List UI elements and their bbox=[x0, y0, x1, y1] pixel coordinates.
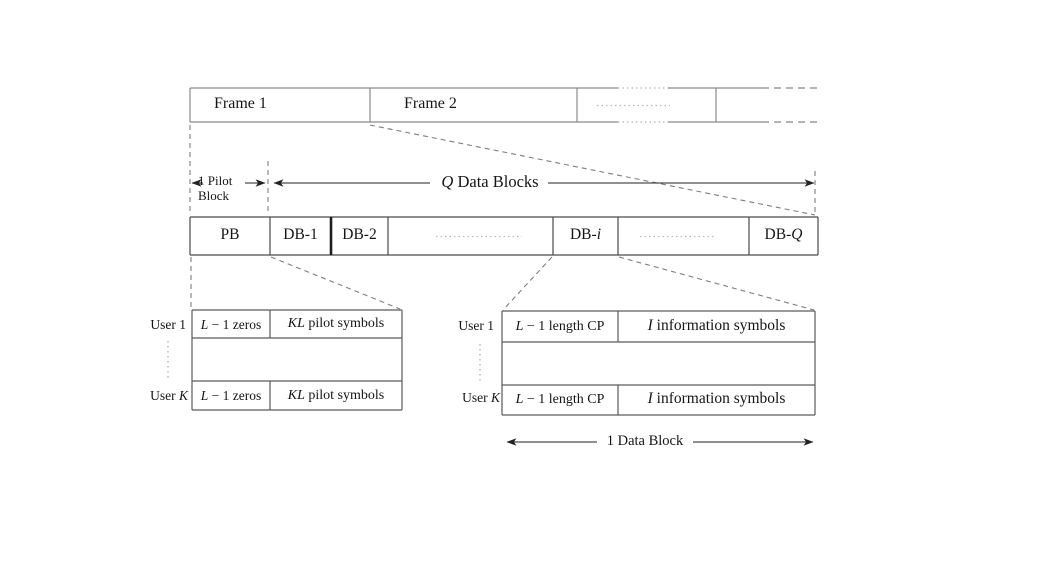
one-data-block-label: 1 Data Block bbox=[606, 433, 684, 449]
pilot-block-label-line2: Block bbox=[198, 188, 230, 203]
pilot-table-user1-label: User 1 bbox=[150, 317, 186, 332]
frames-row-dashed-end bbox=[762, 87, 818, 123]
frame-2-label: Frame 2 bbox=[404, 95, 457, 112]
measure-arrows bbox=[191, 179, 815, 446]
block-row-outline bbox=[189, 216, 819, 256]
data-table-user1-label: User 1 bbox=[458, 318, 494, 333]
pilot-table-zeros-cell-user1: L − 1 zeros bbox=[200, 317, 262, 332]
data-table-info-cell-user1: I information symbols bbox=[647, 317, 786, 334]
data-table-info-cell-userk: I information symbols bbox=[647, 390, 786, 407]
pilot-table-symbols-cell-userk: KL pilot symbols bbox=[287, 388, 385, 403]
pilot-table-userk-label: User K bbox=[150, 388, 188, 403]
data-table-outline bbox=[501, 310, 816, 416]
pilot-block-label-line1: 1 Pilot bbox=[198, 173, 233, 188]
pilot-table-symbols-cell-user1: KL pilot symbols bbox=[287, 316, 385, 331]
dbq-block-label: DB-Q bbox=[764, 226, 803, 243]
frames-row-outline bbox=[189, 87, 762, 123]
data-table-cp-cell-user1: L − 1 length CP bbox=[515, 319, 605, 334]
user-ellipsis-dots bbox=[167, 341, 481, 382]
frames-row-dotted-gap bbox=[597, 87, 670, 123]
db1-block-label: DB-1 bbox=[283, 226, 318, 243]
dbi-block-label: DB-i bbox=[569, 226, 601, 243]
pb-block-label: PB bbox=[220, 226, 240, 243]
pilot-table-zeros-cell-userk: L − 1 zeros bbox=[200, 388, 262, 403]
data-table-cp-cell-userk: L − 1 length CP bbox=[515, 392, 605, 407]
data-table-userk-label: User K bbox=[462, 390, 500, 405]
db2-block-label: DB-2 bbox=[342, 226, 377, 243]
pilot-table-outline bbox=[191, 309, 403, 411]
pilot-block-arrow-label: 1 Pilot Block bbox=[198, 173, 232, 203]
frame-1-label: Frame 1 bbox=[214, 95, 267, 112]
dashed-connectors bbox=[189, 124, 816, 311]
q-data-blocks-label: Q Data Blocks bbox=[441, 172, 539, 191]
